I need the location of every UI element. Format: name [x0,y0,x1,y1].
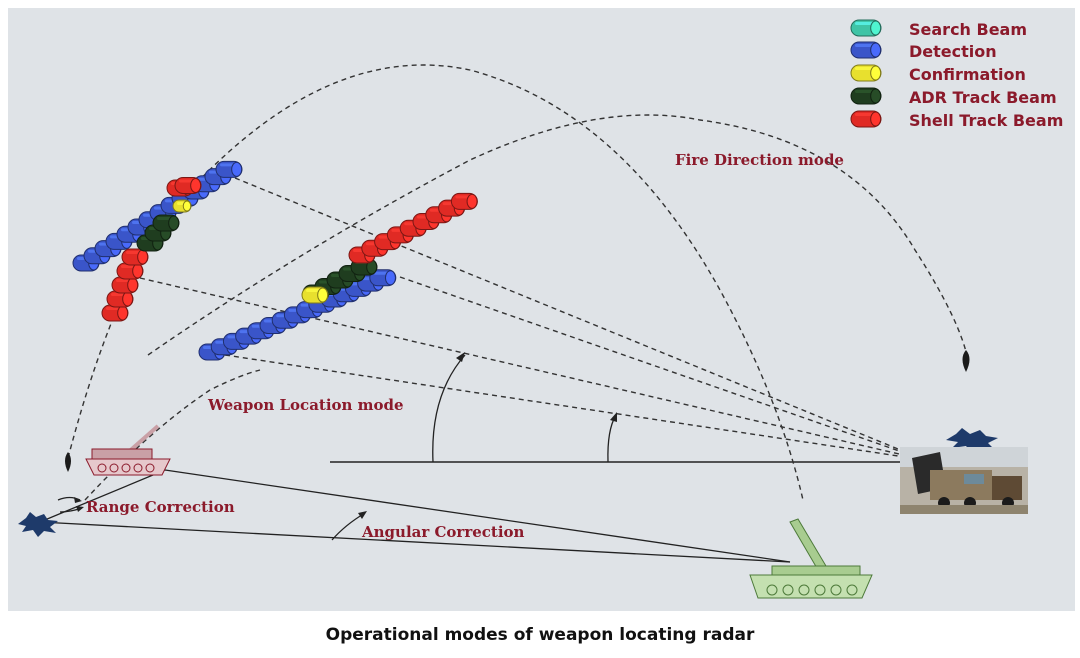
explosion-right [946,428,998,453]
shell-right [962,350,970,372]
shell-track-beam [101,304,129,322]
shell-track-beam [111,276,139,294]
friendly-tank [749,518,873,599]
fire-direction-mode-label: Fire Direction mode [675,151,844,169]
legend-label-shell-track-beam: Shell Track Beam [909,111,1063,130]
shell-track-beam [116,262,144,280]
legend-label-search-beam: Search Beam [909,20,1027,39]
shell-left [65,452,71,472]
legend-label-confirmation: Confirmation [909,65,1026,84]
detection-beam [369,269,397,287]
confirmation-beam [172,199,192,213]
beam-clusters [72,160,478,361]
shell-track-beam [174,177,202,194]
confirmation-beam [301,286,329,304]
diagram-panel [8,8,1075,611]
legend-label-detection: Detection [909,42,997,61]
weapon-location-trajectory [84,369,261,501]
legend-swatch-2 [850,64,882,82]
range-correction-label: Range Correction [86,498,235,516]
explosion-left [18,512,58,537]
figure-caption: Operational modes of weapon locating rad… [326,625,755,645]
legend-swatch-0 [850,19,882,37]
radar-truck-image [900,447,1028,514]
shell-track-beam [106,290,134,308]
fire-direction-trajectory [147,114,969,361]
legend-swatch-1 [850,41,882,59]
shell-track-beam [121,248,149,266]
correction-lines [39,469,791,563]
legend-swatch-3 [850,87,882,105]
legend-label-adr-track-beam: ADR Track Beam [909,88,1057,107]
angular-correction-label: Angular Correction [361,523,525,541]
adr-track-beam [152,214,180,232]
legend: Search Beam Detection Confirmation ADR T… [850,19,1063,130]
legend-swatch-4 [850,110,882,128]
shell-track-beam [450,192,478,210]
detection-beam [215,160,243,178]
angle-arcs [432,352,617,463]
legend-swatches [850,19,882,128]
radar-beam-rays [139,177,926,461]
enemy-vehicle [85,424,171,476]
weapon-location-mode-label: Weapon Location mode [207,396,404,414]
